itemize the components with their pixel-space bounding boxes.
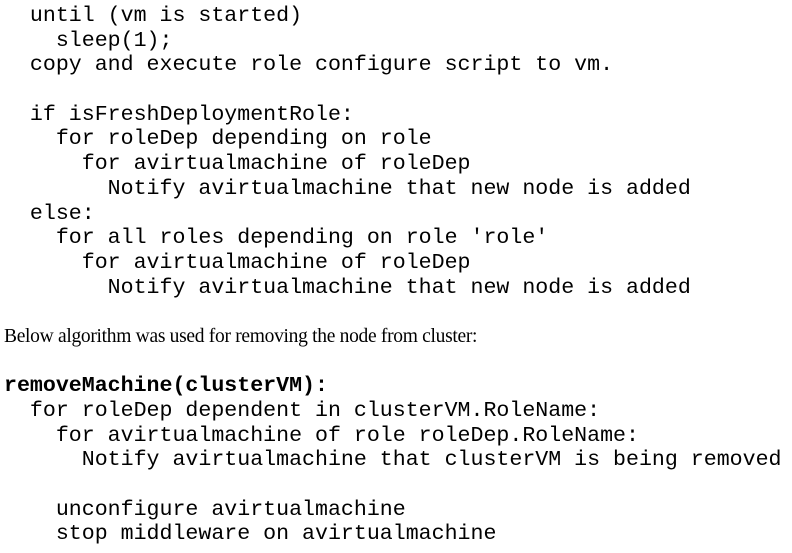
code-line: for roleDep depending on role [4, 127, 432, 152]
code-line: Notify avirtualmachine that new node is … [4, 176, 691, 201]
code-line: Notify avirtualmachine that clusterVM is… [4, 448, 782, 473]
document-body: until (vm is started) sleep(1); copy and… [4, 4, 782, 547]
blank-line [4, 78, 782, 103]
code-line: Notify avirtualmachine that new node is … [4, 275, 691, 300]
code-line: else: [4, 201, 95, 226]
code-line: for roleDep dependent in clusterVM.RoleN… [4, 399, 601, 423]
blank-line [4, 300, 782, 325]
code-line: until (vm is started) [4, 4, 303, 28]
code-block-remove-machine: removeMachine(clusterVM): for roleDep de… [4, 374, 782, 547]
code-block-add-node: until (vm is started) sleep(1); copy and… [4, 4, 782, 300]
code-line: unconfigure avirtualmachine [4, 497, 406, 522]
code-line: for avirtualmachine of roleDep [4, 152, 471, 177]
blank-line [4, 350, 782, 375]
code-line: for all roles depending on role 'role' [4, 226, 549, 251]
code-line: for avirtualmachine of role roleDep.Role… [4, 423, 639, 448]
code-line: if isFreshDeploymentRole: [4, 102, 354, 127]
code-line: stop middleware on avirtualmachine [4, 522, 497, 547]
code-line: sleep(1); [4, 28, 173, 53]
code-line: copy and execute role configure script t… [4, 53, 614, 78]
code-line: for avirtualmachine of roleDep [4, 250, 471, 275]
function-signature: removeMachine(clusterVM): [4, 374, 328, 399]
paragraph: Below algorithm was used for removing th… [4, 325, 478, 347]
blank-line [4, 473, 782, 498]
